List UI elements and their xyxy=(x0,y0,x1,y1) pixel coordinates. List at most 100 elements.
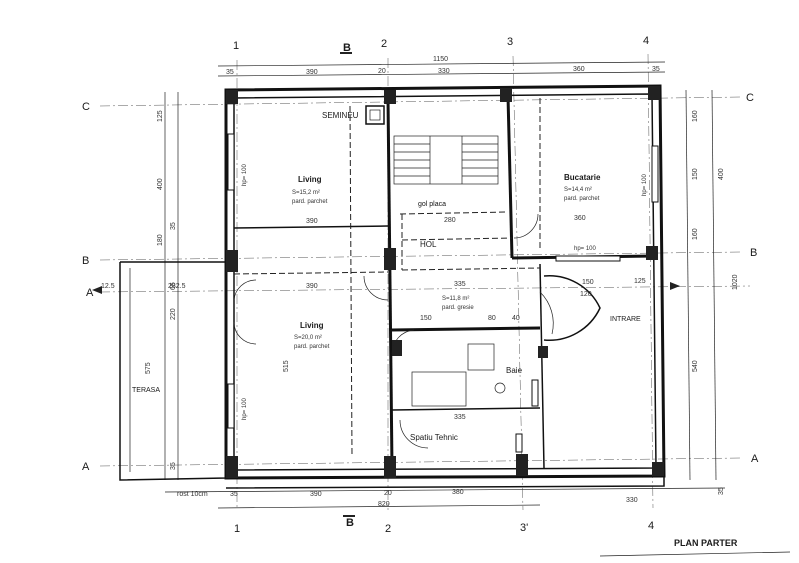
dim-line-top-total xyxy=(217,61,666,67)
door-arc-living xyxy=(363,275,389,301)
window-tehnic xyxy=(515,433,523,453)
axis-top-3: 3 xyxy=(507,36,513,48)
door-arc-tehnic xyxy=(399,419,429,449)
dim-inner-390a: 390 xyxy=(306,218,318,225)
label-bucatarie-area: S=14,4 m² xyxy=(564,187,592,193)
label-terasa: TERASA xyxy=(132,387,160,394)
axis-top-4: 4 xyxy=(643,35,649,47)
label-gol-placa: gol placa xyxy=(418,201,446,208)
dim-right-540: 540 xyxy=(692,360,699,372)
door-arc-intrare xyxy=(539,291,554,335)
door-arc-terasa-1 xyxy=(233,279,257,301)
label-baie: Baie xyxy=(506,366,523,375)
dim-inner-150: 150 xyxy=(420,315,432,322)
axis-bottom-2: 2 xyxy=(385,523,391,535)
dim-left-515: 515 xyxy=(283,360,290,372)
section-mark-bottom: B xyxy=(346,517,354,529)
dim-top-360: 360 xyxy=(573,66,585,73)
dim-bottom-total: 820 xyxy=(378,501,390,508)
hol-dash-1 xyxy=(401,237,513,241)
wall-tehnic-top xyxy=(391,407,541,411)
wall-axis-3 xyxy=(506,95,514,259)
window-living-bottom xyxy=(227,383,235,429)
entrance-canopy xyxy=(543,275,601,341)
dim-left-180: 180 xyxy=(157,234,164,246)
label-hol-area: S=11,8 m² xyxy=(442,296,469,302)
dim-top-390: 390 xyxy=(306,69,318,76)
section-line-A xyxy=(99,285,751,293)
axis-top-2: 2 xyxy=(381,38,387,50)
dim-inner-40: 40 xyxy=(512,315,520,322)
dim-line-right xyxy=(685,89,691,481)
dim-line-bottom-total xyxy=(217,504,541,509)
dim-top-330: 330 xyxy=(438,68,450,75)
dim-inner-120: 120 xyxy=(580,291,592,298)
dim-inner-150b: 150 xyxy=(582,279,594,286)
label-semineu: SEMINEU xyxy=(322,111,359,120)
label-living-bottom: Living xyxy=(300,321,324,330)
axis-bottom-3p: 3' xyxy=(520,522,528,534)
dim-inner-360: 360 xyxy=(574,215,586,222)
gol-placa-edge xyxy=(399,211,509,215)
dim-inner-282-5: 282.5 xyxy=(168,283,186,290)
rost-label: rost 10cm xyxy=(177,491,208,498)
axis-right-C: C xyxy=(746,92,754,104)
dim-right-160: 160 xyxy=(692,110,699,122)
plan-title: PLAN PARTER xyxy=(674,538,738,548)
axis-line-4 xyxy=(647,53,654,509)
window-baie xyxy=(531,379,539,407)
dim-left-125: 125 xyxy=(157,110,164,122)
dim-inner-335b: 335 xyxy=(454,414,466,421)
label-hp-buc2: hp= 100 xyxy=(574,246,597,252)
axis-right-B: B xyxy=(750,247,757,259)
axis-top-1: 1 xyxy=(233,40,239,52)
dim-bottom-20: 20 xyxy=(384,490,392,497)
label-living-top: Living xyxy=(298,175,322,184)
label-intrare: INTRARE xyxy=(610,316,641,323)
dim-top-35b: 35 xyxy=(652,66,660,73)
window-kitchen-bottom xyxy=(555,255,621,262)
door-arc-kitchen xyxy=(513,213,539,239)
axis-line-B xyxy=(99,251,741,261)
axis-right-A: A xyxy=(751,453,759,465)
door-arc-terasa-2 xyxy=(233,321,257,345)
dim-top-35a: 35 xyxy=(226,69,234,76)
section-bar-bottom xyxy=(343,515,355,517)
label-living-bottom-floor: pard. parchet xyxy=(294,344,330,350)
wall-hol-bottom xyxy=(391,326,541,332)
title-underline xyxy=(599,551,791,557)
dim-line-bottom-parts xyxy=(164,487,726,493)
window-kitchen xyxy=(651,145,659,203)
section-mark-top: B xyxy=(343,42,351,54)
dim-top-total: 1150 xyxy=(433,56,448,63)
axis-line-C xyxy=(99,96,741,107)
label-hol: HOL xyxy=(420,240,437,249)
hol-dash-2 xyxy=(401,267,541,271)
label-living-top-floor: pard. parchet xyxy=(292,199,328,205)
dim-left-220: 220 xyxy=(170,308,177,320)
plinth xyxy=(225,475,665,489)
label-living-bottom-area: S=20,0 m² xyxy=(294,335,322,341)
toilet xyxy=(494,382,506,394)
dim-bottom-390: 390 xyxy=(310,491,322,498)
dim-left-400: 400 xyxy=(157,178,164,190)
dim-inner-280: 280 xyxy=(444,217,456,224)
outer-wall xyxy=(224,84,666,480)
dim-bottom-380: 380 xyxy=(452,489,464,496)
axis-left-A2: A xyxy=(82,461,90,473)
axis-left-A1: A xyxy=(86,287,94,299)
fireplace-inner xyxy=(369,109,381,121)
label-bucatarie: Bucatarie xyxy=(564,173,601,182)
dim-right-400: 400 xyxy=(718,168,725,180)
dim-line-top-parts xyxy=(217,71,666,77)
wall-axis-2 xyxy=(386,97,394,469)
wall-living-split xyxy=(233,225,389,229)
dim-inner-335a: 335 xyxy=(454,281,466,288)
dim-inner-125: 125 xyxy=(634,278,646,285)
label-hol-floor: pard. gresie xyxy=(442,305,474,311)
label-hp-living: hp= 100 xyxy=(242,163,248,186)
label-spatiu-tehnic: Spatiu Tehnic xyxy=(410,433,458,442)
dim-inner-80: 80 xyxy=(488,315,496,322)
dim-bottom-35: 35 xyxy=(230,491,238,498)
